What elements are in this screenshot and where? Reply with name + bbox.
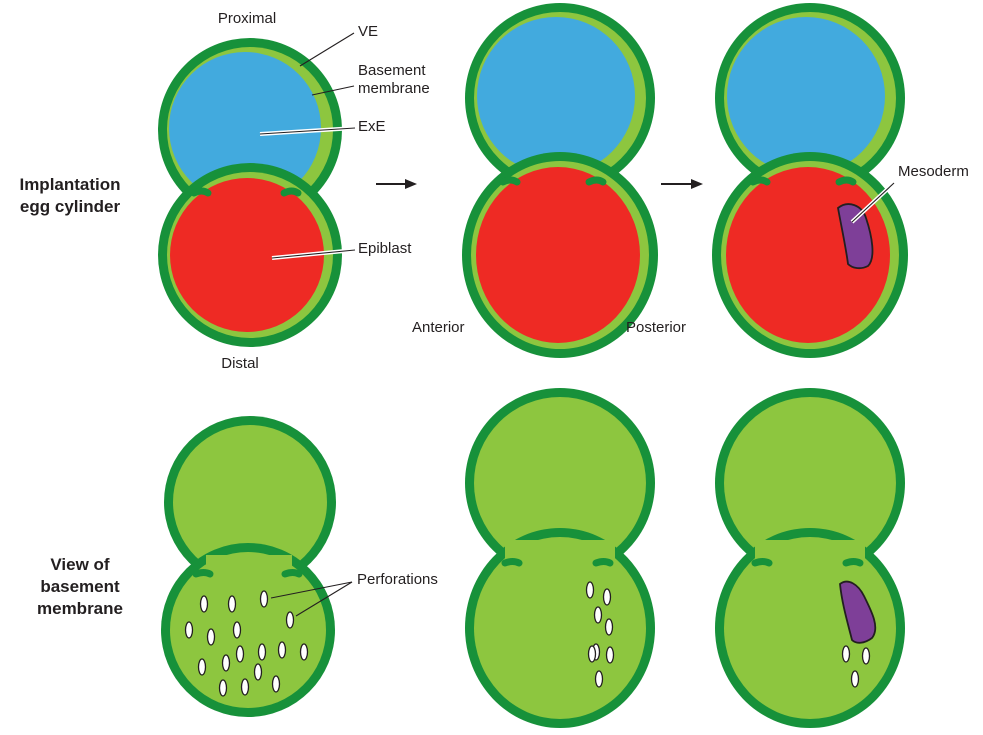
perforation bbox=[201, 596, 208, 612]
bm-view-notch-right-2 bbox=[596, 562, 610, 564]
leader-ve bbox=[300, 33, 354, 66]
perforation bbox=[279, 642, 286, 658]
perforation bbox=[301, 644, 308, 660]
bm-view-notch-left-1 bbox=[196, 573, 210, 575]
label-proximal: Proximal bbox=[218, 10, 276, 27]
waist-notch-left-2 bbox=[503, 180, 517, 182]
row-title-top-line2: egg cylinder bbox=[20, 197, 121, 216]
label-basement-line2: membrane bbox=[358, 80, 430, 97]
perforation bbox=[186, 622, 193, 638]
perforation bbox=[843, 646, 850, 662]
perforation bbox=[604, 589, 611, 605]
waist-notch-left-1 bbox=[194, 191, 208, 193]
bm-view-3 bbox=[715, 388, 905, 728]
waist-notch-right-1 bbox=[284, 191, 298, 193]
perforation bbox=[208, 629, 215, 645]
bm-view-notch-right-3 bbox=[846, 562, 860, 564]
bm-view-notch-left-3 bbox=[755, 562, 769, 564]
perforation bbox=[287, 612, 294, 628]
perforation bbox=[852, 671, 859, 687]
perforation bbox=[237, 646, 244, 662]
perforation bbox=[199, 659, 206, 675]
row-title-bottom-line3: membrane bbox=[37, 599, 123, 618]
embryo-top-2 bbox=[462, 3, 658, 358]
bm-view-1 bbox=[161, 416, 336, 717]
perforation bbox=[255, 664, 262, 680]
bm-view-notch-right-1 bbox=[285, 573, 299, 575]
perforation bbox=[589, 646, 596, 662]
row-title-bottom-line2: basement bbox=[40, 577, 120, 596]
perforation bbox=[261, 591, 268, 607]
label-perforations: Perforations bbox=[357, 571, 438, 588]
waist-notch-right-2 bbox=[589, 180, 603, 182]
arrow-1 bbox=[376, 179, 417, 189]
perforation bbox=[595, 607, 602, 623]
label-epiblast: Epiblast bbox=[358, 240, 412, 257]
label-posterior: Posterior bbox=[626, 319, 686, 336]
exe-2 bbox=[477, 17, 635, 175]
epiblast-2 bbox=[476, 167, 640, 343]
embryo-top-1 bbox=[158, 38, 342, 347]
label-distal: Distal bbox=[221, 355, 259, 372]
perforation bbox=[223, 655, 230, 671]
perforation bbox=[587, 582, 594, 598]
perforation bbox=[596, 671, 603, 687]
perforation bbox=[863, 648, 870, 664]
perforation bbox=[242, 679, 249, 695]
label-ve: VE bbox=[358, 23, 378, 40]
arrow-2 bbox=[661, 179, 703, 189]
label-exe: ExE bbox=[358, 118, 386, 135]
bm-view-waist-fill-1 bbox=[206, 555, 292, 585]
waist-notch-right-3 bbox=[839, 180, 853, 182]
label-mesoderm: Mesoderm bbox=[898, 163, 969, 180]
perforation bbox=[220, 680, 227, 696]
label-basement-line1: Basement bbox=[358, 62, 426, 79]
perforation bbox=[273, 676, 280, 692]
row-title-top-line1: Implantation bbox=[19, 175, 120, 194]
exe-3 bbox=[727, 17, 885, 175]
label-anterior: Anterior bbox=[412, 319, 465, 336]
bm-view-notch-left-2 bbox=[505, 562, 519, 564]
embryo-top-3 bbox=[712, 3, 908, 358]
bm-view-2 bbox=[465, 388, 655, 728]
perforation bbox=[234, 622, 241, 638]
perforation bbox=[229, 596, 236, 612]
row-title-bottom-line1: View of bbox=[50, 555, 110, 574]
perforation bbox=[606, 619, 613, 635]
perforation bbox=[259, 644, 266, 660]
waist-notch-left-3 bbox=[753, 180, 767, 182]
perforation bbox=[607, 647, 614, 663]
